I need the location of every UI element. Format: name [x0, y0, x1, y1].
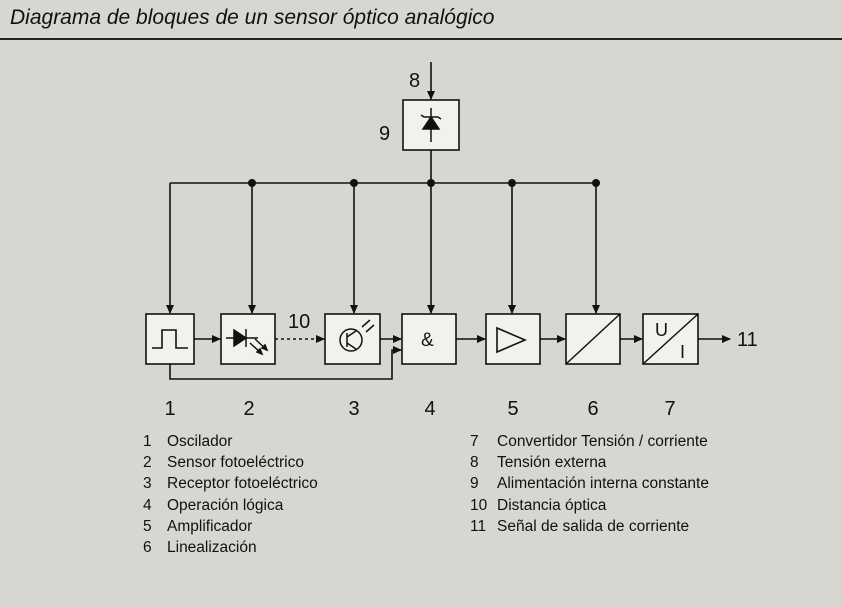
converter-symbol-i: I: [680, 342, 685, 362]
block-oscillator: [145, 313, 195, 365]
block-number-3: 3: [348, 398, 359, 420]
phototransistor-icon: [339, 319, 375, 352]
callout-11: 11: [737, 329, 758, 351]
title-divider: [0, 38, 842, 40]
block-number-5: 5: [507, 398, 518, 420]
block-photoelectric-sensor: [220, 313, 276, 365]
page-title: Diagrama de bloques de un sensor óptico …: [10, 6, 495, 29]
callout-9: 9: [379, 123, 390, 145]
zener-diode-icon: [420, 108, 442, 142]
led-emitter-icon: [226, 328, 269, 356]
linearizer-icon: [565, 313, 621, 365]
converter-symbol-u: U: [655, 320, 668, 340]
block-number-4: 4: [424, 398, 435, 420]
and-gate-symbol: &: [421, 330, 434, 351]
block-photoelectric-receiver: [324, 313, 381, 365]
block-number-1: 1: [164, 398, 175, 420]
block-number-2: 2: [243, 398, 254, 420]
oscillator-to-logic-line: [169, 346, 402, 380]
block-amplifier: [485, 313, 541, 365]
block-number-7: 7: [664, 398, 675, 420]
callout-8: 8: [409, 70, 420, 92]
square-wave-icon: [152, 329, 188, 349]
bus-drop-lines: [166, 183, 600, 314]
callout-10: 10: [288, 311, 310, 333]
amplifier-triangle-icon: [496, 326, 528, 354]
voltage-current-converter-icon: U I: [642, 313, 699, 365]
block-number-6: 6: [587, 398, 598, 420]
